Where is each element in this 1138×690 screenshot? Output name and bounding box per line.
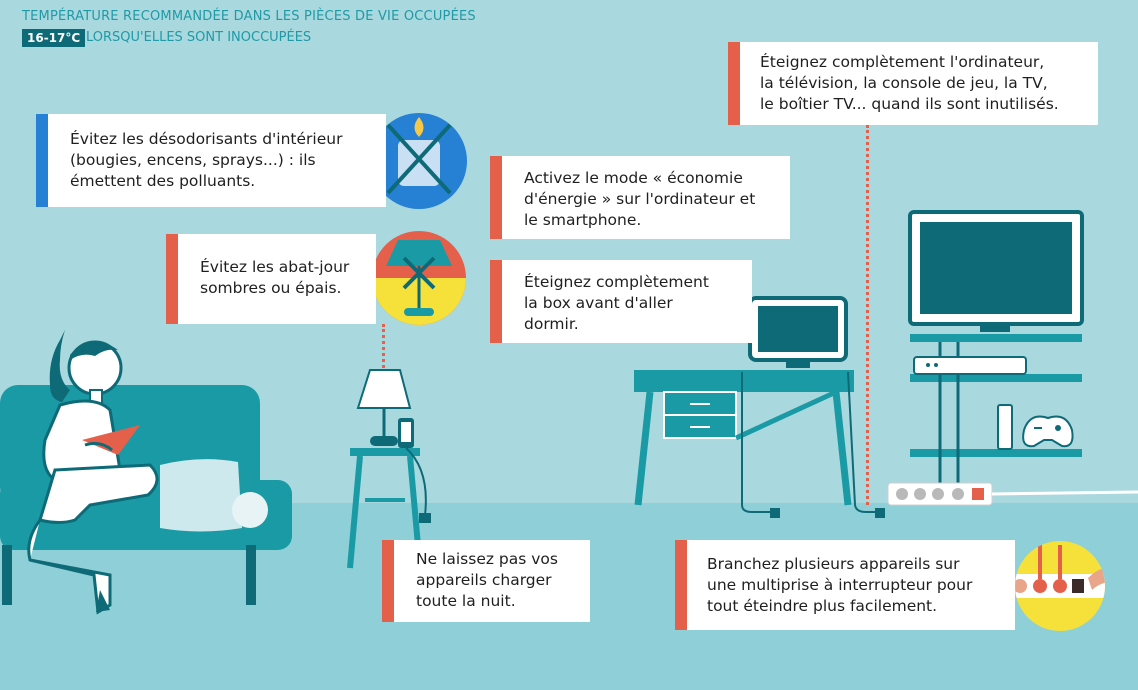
connector-lamp (382, 324, 385, 368)
card-accent-bar (382, 540, 394, 622)
header-title: TEMPÉRATURE RECOMMANDÉE DANS LES PIÈCES … (22, 9, 476, 24)
side-table (347, 369, 431, 569)
temperature-badge: 16-17°C (22, 29, 86, 47)
candle-crossed-icon (371, 113, 467, 209)
card-accent-bar (728, 42, 740, 125)
card-accent-bar (675, 540, 687, 630)
cushion (160, 459, 268, 532)
tv-stand (908, 210, 1084, 490)
connector-devices (866, 125, 869, 505)
tip-text: Branchez plusieurs appareils sur une mul… (707, 555, 973, 615)
tip-text: Évitez les désodorisants d'intérieur (bo… (70, 130, 343, 190)
tip-card-lampshades: Évitez les abat-jour sombres ou épais. (166, 234, 376, 324)
lamp-crossed-icon (372, 231, 466, 325)
tip-text: Éteignez complètement la box avant d'all… (524, 273, 709, 333)
tip-card-power-strip: Branchez plusieurs appareils sur une mul… (675, 540, 1015, 630)
tip-text: Évitez les abat-jour sombres ou épais. (200, 258, 350, 297)
header-subtitle: LORSQU'ELLES SONT INOCCUPÉES (86, 30, 312, 45)
tip-card-devices-off: Éteignez complètement l'ordinateur, la t… (728, 42, 1098, 125)
tip-text: Activez le mode « économie d'énergie » s… (524, 169, 756, 229)
tip-text: Éteignez complètement l'ordinateur, la t… (760, 53, 1059, 113)
tip-card-energy-mode: Activez le mode « économie d'énergie » s… (490, 156, 790, 239)
card-accent-bar (490, 156, 502, 239)
tip-card-air-fresheners: Évitez les désodorisants d'intérieur (bo… (36, 114, 386, 207)
desk (634, 296, 885, 518)
tip-card-no-overnight-charge: Ne laissez pas vos appareils charger tou… (382, 540, 590, 622)
card-accent-bar (36, 114, 48, 207)
person-on-sofa (27, 330, 159, 615)
power-strip (887, 482, 1138, 506)
card-accent-bar (490, 260, 502, 343)
tip-text: Ne laissez pas vos appareils charger tou… (416, 550, 558, 610)
card-accent-bar (166, 234, 178, 324)
power-strip-switch-icon (1015, 541, 1105, 631)
tip-card-box-off: Éteignez complètement la box avant d'all… (490, 260, 752, 343)
